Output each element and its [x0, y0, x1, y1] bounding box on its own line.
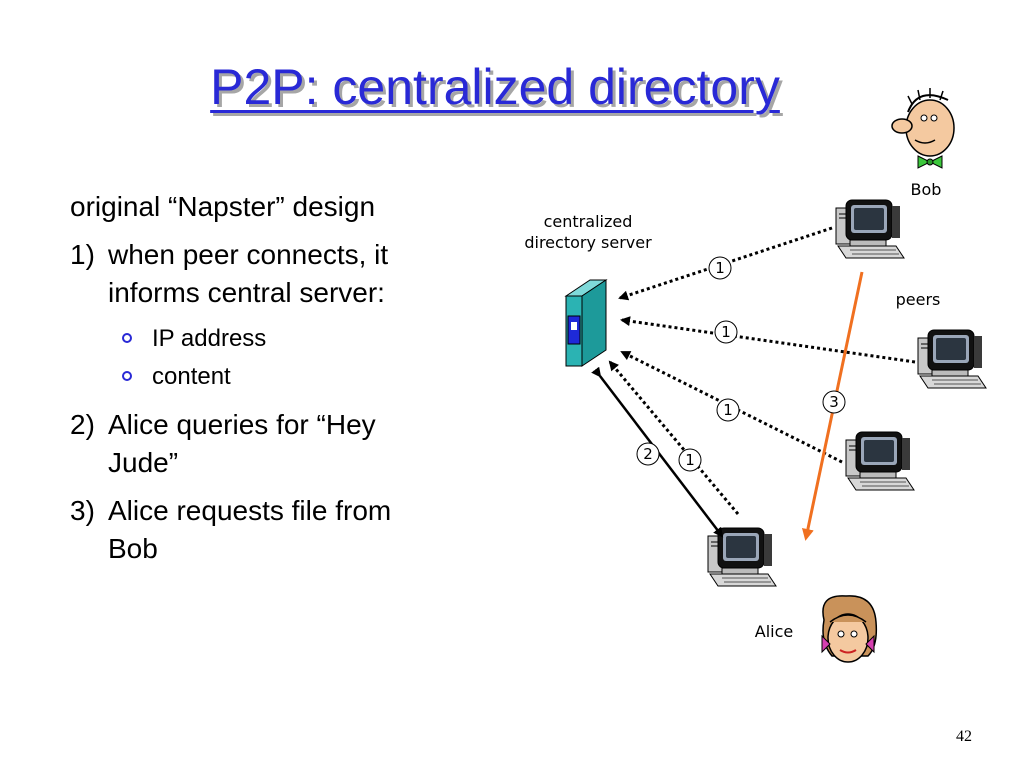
register-arrow-bob	[618, 226, 833, 301]
server-label-line2: directory server	[524, 233, 652, 252]
peer-computer-icon-2	[845, 431, 915, 491]
sub-bullet-content: content	[70, 360, 470, 394]
step-badge-1c: 1	[716, 398, 740, 422]
svg-text:3: 3	[829, 393, 839, 411]
peer-computer-icon	[917, 329, 987, 389]
peers-label: peers	[896, 290, 941, 309]
circle-bullet-icon	[122, 333, 132, 343]
bullet-item-3-number: 3)	[70, 495, 95, 526]
bullet-item-1-number: 1)	[70, 239, 95, 270]
bullet-item-1: 1) when peer connects, it informs central…	[70, 236, 470, 312]
sub-bullet-content-text: content	[152, 363, 231, 390]
alice-avatar-icon	[821, 595, 878, 663]
register-arrow-peer	[620, 316, 916, 364]
bullet-item-2-number: 2)	[70, 409, 95, 440]
bullet-intro-text: original “Napster” design	[70, 191, 376, 222]
step-badge-1a: 1	[708, 256, 732, 280]
svg-text:2: 2	[643, 445, 653, 463]
bullet-item-2-line2: Jude”	[108, 447, 179, 478]
step-badge-3: 3	[822, 390, 846, 414]
step-badge-2: 2	[636, 442, 660, 466]
server-label-line1: centralized	[544, 212, 633, 231]
bullet-item-1-line1: when peer connects, it	[108, 239, 389, 270]
bullet-item-2: 2) Alice queries for “Hey Jude”	[70, 406, 470, 482]
alice-label: Alice	[755, 622, 793, 641]
alice-computer-icon	[707, 527, 777, 587]
svg-text:1: 1	[723, 401, 733, 419]
slide-title-wrap: P2P: centralized directory	[0, 58, 990, 116]
bullet-item-3: 3) Alice requests file from Bob	[70, 492, 470, 568]
slide-title: P2P: centralized directory	[210, 59, 780, 115]
bullet-item-1-line2: informs central server:	[108, 277, 385, 308]
svg-text:1: 1	[715, 259, 725, 277]
sub-bullet-ip-text: IP address	[152, 325, 267, 352]
step-badge-1d: 1	[678, 448, 702, 472]
bullet-intro: original “Napster” design	[70, 188, 470, 226]
circle-bullet-icon	[122, 371, 132, 381]
page-number: 42	[956, 728, 972, 745]
sub-bullet-ip: IP address	[70, 322, 470, 356]
bullet-item-3-line2: Bob	[108, 533, 158, 564]
bob-computer-icon	[835, 199, 905, 259]
bob-label: Bob	[911, 180, 942, 199]
step-badge-1b: 1	[714, 320, 738, 344]
directory-server-icon	[564, 279, 608, 367]
query-arrow	[591, 366, 724, 538]
bullet-item-2-line1: Alice queries for “Hey	[108, 409, 376, 440]
bullet-list: original “Napster” design 1) when peer co…	[70, 188, 470, 578]
bullet-item-3-line1: Alice requests file from	[108, 495, 392, 526]
register-arrow-alice	[608, 360, 740, 515]
bob-avatar-icon	[891, 88, 955, 169]
svg-text:1: 1	[721, 323, 731, 341]
svg-text:1: 1	[685, 451, 695, 469]
